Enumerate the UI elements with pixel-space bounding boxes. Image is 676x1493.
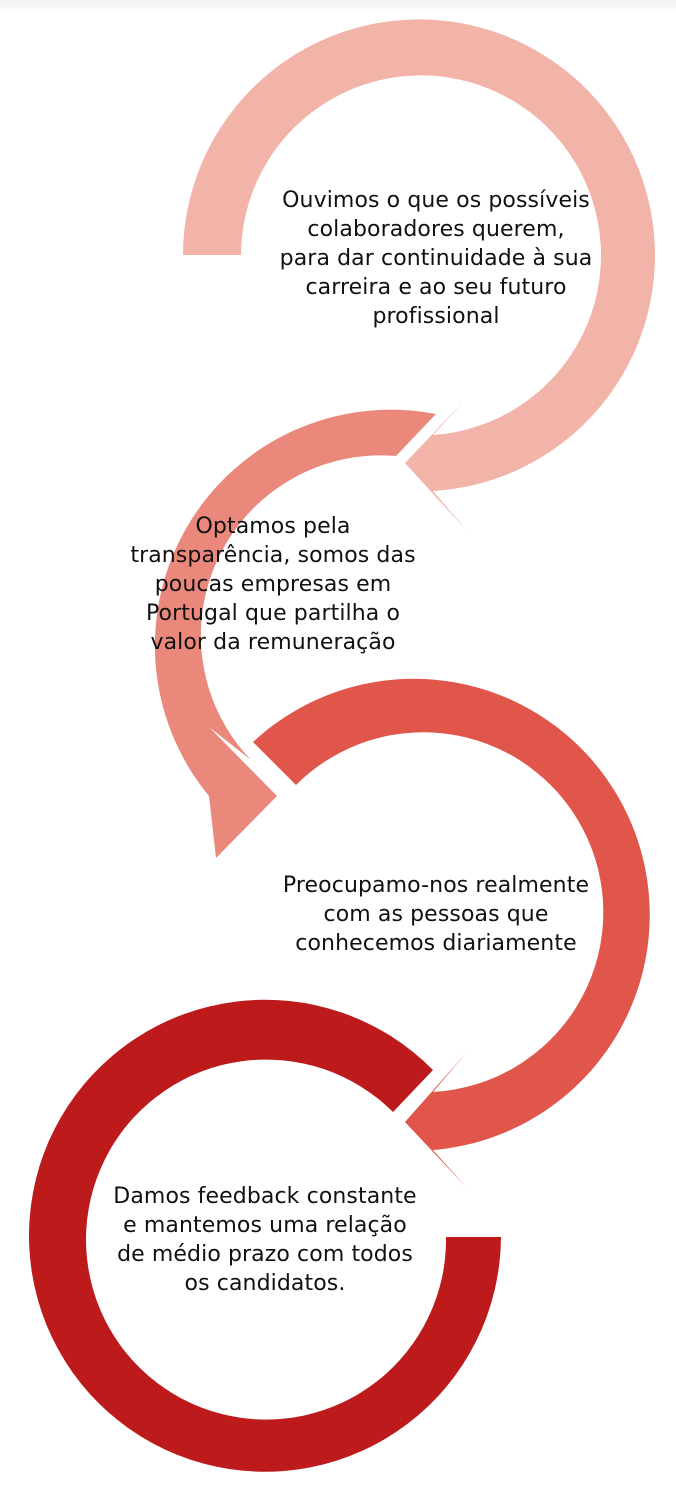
step-3-arrow xyxy=(253,678,650,1188)
step-4-text: Damos feedback constante e mantemos uma … xyxy=(78,1182,452,1298)
step-2-line: Portugal que partilha o xyxy=(145,601,401,626)
step-2-line: Optamos pela xyxy=(195,514,351,539)
step-1-line: Ouvimos o que os possíveis xyxy=(282,188,590,213)
step-3-text: Preocupamo-nos realmente com as pessoas … xyxy=(236,871,636,958)
step-2-line: valor da remuneração xyxy=(150,630,396,655)
step-4-line: os candidatos. xyxy=(184,1271,346,1296)
step-1-arrow xyxy=(183,19,655,531)
step-4-line: Damos feedback constante xyxy=(113,1184,417,1209)
step-1-text: Ouvimos o que os possíveis colaboradores… xyxy=(236,186,636,331)
step-3-line: conhecemos diariamente xyxy=(295,931,577,956)
step-1-line: para dar continuidade à sua xyxy=(279,246,593,271)
step-4-line: e mantemos uma relação xyxy=(123,1213,407,1238)
step-2-line: transparência, somos das xyxy=(130,543,416,568)
step-1-line: carreira e ao seu futuro xyxy=(305,275,567,300)
step-1-line: profissional xyxy=(372,304,500,329)
step-1-line: colaboradores querem, xyxy=(307,217,565,242)
step-2-arrow xyxy=(154,409,436,858)
top-edge-shadow xyxy=(0,0,676,14)
step-2-line: poucas empresas em xyxy=(154,572,392,597)
step-4-line: de médio prazo com todos xyxy=(117,1242,413,1267)
step-2-text: Optamos pela transparência, somos das po… xyxy=(88,512,458,657)
step-3-line: com as pessoas que xyxy=(323,902,549,927)
step-3-line: Preocupamo-nos realmente xyxy=(282,873,590,898)
